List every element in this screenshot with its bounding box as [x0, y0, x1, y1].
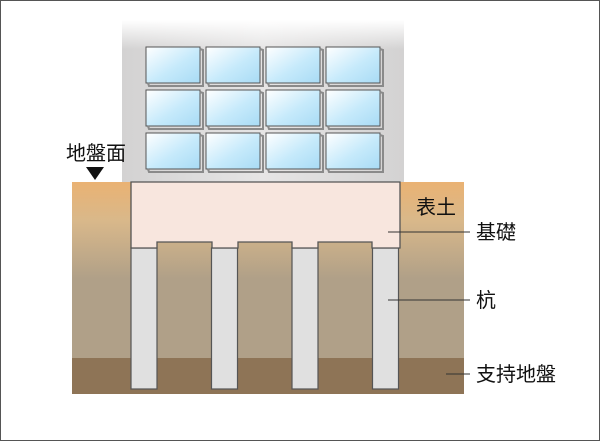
- window-pane: [205, 132, 261, 170]
- pile-group: [130, 247, 400, 390]
- ground-surface-label: 地盤面: [66, 141, 126, 165]
- window-shadow: [267, 91, 324, 130]
- window-shadow: [147, 48, 204, 87]
- pile: [291, 247, 319, 390]
- window-pane: [325, 46, 381, 84]
- window-shadow: [267, 134, 324, 173]
- pile: [371, 247, 400, 390]
- window-pane: [265, 46, 321, 84]
- window-pane: [205, 89, 261, 127]
- window-pane: [145, 46, 201, 84]
- window-shadow: [327, 48, 384, 87]
- window-pane: [205, 46, 261, 84]
- foundation-slab: [130, 181, 401, 249]
- window-shadow: [147, 91, 204, 130]
- topsoil-label: 表土: [416, 195, 456, 219]
- window-shadow: [147, 134, 204, 173]
- window-shadow: [327, 134, 384, 173]
- ground-level-triangle-icon: [86, 167, 104, 180]
- window-shadow: [207, 91, 264, 130]
- window-pane: [145, 132, 201, 170]
- building: [122, 20, 404, 182]
- bearing-stratum-label: 支持地盤: [476, 362, 556, 386]
- window-shadow: [267, 48, 324, 87]
- pile: [130, 247, 158, 390]
- window-pane: [325, 89, 381, 127]
- window-shadow: [327, 91, 384, 130]
- window-grid: [145, 46, 384, 173]
- pile-label: 杭: [476, 288, 496, 312]
- window-pane: [145, 89, 201, 127]
- window-pane: [325, 132, 381, 170]
- window-shadow: [207, 134, 264, 173]
- window-pane: [265, 132, 321, 170]
- window-pane: [265, 89, 321, 127]
- window-shadow: [207, 48, 264, 87]
- pile: [210, 247, 239, 390]
- foundation-label: 基礎: [476, 220, 516, 244]
